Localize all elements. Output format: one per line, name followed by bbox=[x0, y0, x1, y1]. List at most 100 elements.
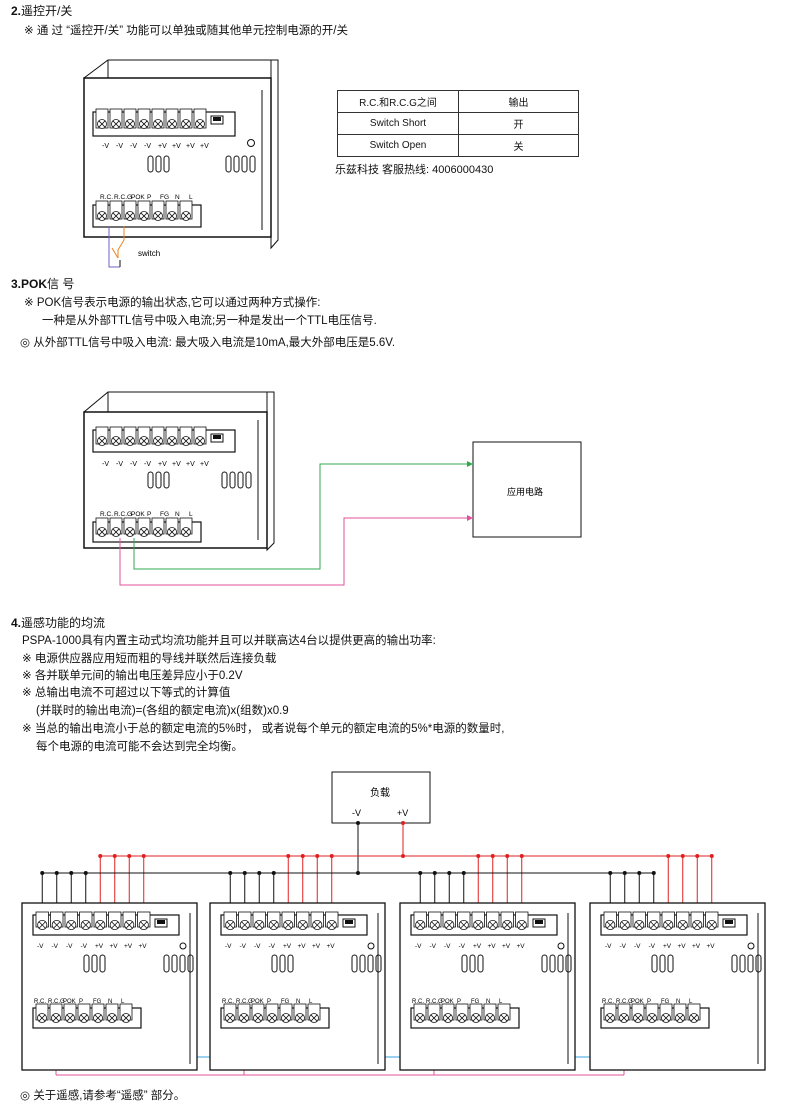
terminal-label: L bbox=[689, 999, 693, 1005]
terminal-label: -V bbox=[225, 943, 232, 950]
terminal-label: P bbox=[147, 194, 151, 201]
table-header-cell: R.C.和R.C.G之间 bbox=[337, 90, 459, 113]
terminal-label: POK bbox=[631, 999, 644, 1005]
top-terminal-strip-2 bbox=[92, 426, 236, 453]
section-4-line: 每个电源的电流可能不会达到完全均衡。 bbox=[36, 741, 243, 753]
terminal-label: +V bbox=[298, 943, 307, 950]
terminal-label: +V bbox=[158, 143, 167, 150]
table-cell: Switch Open bbox=[337, 134, 459, 157]
terminal-label: +V bbox=[172, 461, 181, 468]
hotline-text: 乐兹科技 客服热线: 4006000430 bbox=[335, 164, 494, 176]
section-4-line: ※ 电源供应器应用短而粗的导线并联然后连接负载 bbox=[22, 653, 277, 665]
terminal-label: -V bbox=[459, 943, 466, 950]
pok-green-wire bbox=[133, 463, 473, 570]
terminal-label: +V bbox=[473, 943, 482, 950]
terminal-label: +V bbox=[283, 943, 292, 950]
terminal-label: L bbox=[499, 999, 503, 1005]
terminal-label: -V bbox=[144, 143, 151, 150]
terminal-label: -V bbox=[116, 461, 123, 468]
section-4-line: PSPA-1000具有内置主动式均流功能并且可以并联高达4台以提供更高的输出功率… bbox=[22, 635, 436, 647]
terminal-label: R.C. bbox=[602, 999, 614, 1005]
terminal-label: FG bbox=[471, 999, 480, 1005]
psu-diagram-pok: -V -V -V -V +V +V +V +V R.C. R.C.G POK P… bbox=[83, 391, 582, 586]
section-4-line: (并联时的输出电流)=(各组的额定电流)x(组数)x0.9 bbox=[36, 705, 289, 717]
terminal-label: L bbox=[189, 194, 193, 201]
load-box bbox=[331, 771, 431, 824]
section-4-heading: 4.遥感功能的均流 bbox=[11, 616, 106, 630]
section-2-note: ※ 通 过 “遥控开/关” 功能可以单独或随其他单元控制电源的开/关 bbox=[24, 25, 348, 37]
table-header-cell: 输出 bbox=[458, 90, 579, 113]
terminal-label: N bbox=[108, 999, 112, 1005]
terminal-label: -V bbox=[66, 943, 73, 950]
terminal-label: +V bbox=[158, 461, 167, 468]
terminal-label: R.C. bbox=[412, 999, 424, 1005]
terminal-label: N bbox=[486, 999, 490, 1005]
terminal-label: P bbox=[79, 999, 83, 1005]
terminal-label: R.C. bbox=[100, 511, 113, 518]
table-cell: 关 bbox=[458, 134, 579, 157]
terminal-label: P bbox=[267, 999, 271, 1005]
section-2-heading: 2.遥控开/关 bbox=[11, 4, 73, 18]
terminal-label: L bbox=[121, 999, 125, 1005]
terminal-label: -V bbox=[444, 943, 451, 950]
terminal-label: FG bbox=[160, 511, 169, 518]
load-pos-label: +V bbox=[397, 808, 408, 818]
terminal-label: POK bbox=[131, 511, 145, 518]
terminal-label: -V bbox=[102, 461, 109, 468]
application-circuit-box bbox=[472, 441, 582, 538]
terminal-label: R.C.G bbox=[616, 999, 633, 1005]
terminal-label: +V bbox=[124, 943, 133, 950]
terminal-label: +V bbox=[172, 143, 181, 150]
terminal-label: +V bbox=[692, 943, 701, 950]
terminal-label: POK bbox=[63, 999, 76, 1005]
terminal-label: R.C.G bbox=[48, 999, 65, 1005]
terminal-label: +V bbox=[200, 461, 209, 468]
pok-magenta-wire bbox=[119, 517, 473, 586]
terminal-label: R.C.G bbox=[426, 999, 443, 1005]
terminal-label: -V bbox=[430, 943, 437, 950]
terminal-label: POK bbox=[131, 194, 145, 201]
terminal-label: FG bbox=[93, 999, 102, 1005]
terminal-label: -V bbox=[620, 943, 627, 950]
switch-label: switch bbox=[138, 249, 160, 258]
table-row: Switch Short 开 bbox=[337, 112, 579, 135]
terminal-label: -V bbox=[634, 943, 641, 950]
section-3-line-3: ◎ 从外部TTL信号中吸入电流: 最大吸入电流是10mA,最大外部电压是5.6V… bbox=[20, 337, 396, 349]
terminal-label: +V bbox=[110, 943, 119, 950]
terminal-label: +V bbox=[327, 943, 336, 950]
terminal-label: -V bbox=[81, 943, 88, 950]
terminal-label: +V bbox=[139, 943, 148, 950]
terminal-label: -V bbox=[605, 943, 612, 950]
section-4-line: ※ 总输出电流不可超过以下等式的计算值 bbox=[22, 687, 231, 699]
terminal-label: +V bbox=[488, 943, 497, 950]
terminal-label: N bbox=[175, 194, 180, 201]
top-terminal-strip-1 bbox=[92, 108, 236, 137]
section-3-line-1: ※ POK信号表示电源的输出状态,它可以通过两种方式操作: bbox=[24, 297, 321, 309]
terminal-label: +V bbox=[678, 943, 687, 950]
terminal-label: +V bbox=[95, 943, 104, 950]
section-4-line: ※ 当总的输出电流小于总的额定电流的5%时， 或者说每个单元的额定电流的5%*电… bbox=[22, 723, 505, 735]
section-3-heading: 3.POK信 号 bbox=[11, 277, 75, 291]
terminal-label: +V bbox=[312, 943, 321, 950]
terminal-label: -V bbox=[130, 143, 137, 150]
terminal-label: +V bbox=[186, 461, 195, 468]
remote-control-table: R.C.和R.C.G之间 输出 Switch Short 开 Switch Op… bbox=[337, 90, 579, 157]
terminal-label: -V bbox=[130, 461, 137, 468]
terminal-label: -V bbox=[240, 943, 247, 950]
terminal-label: POK bbox=[441, 999, 454, 1005]
terminal-label: P bbox=[147, 511, 151, 518]
terminal-label: N bbox=[175, 511, 180, 518]
top-terminal-labels-1: -V -V -V -V +V +V +V +V bbox=[102, 143, 209, 150]
terminal-label: -V bbox=[415, 943, 422, 950]
application-circuit-label: 应用电路 bbox=[507, 486, 543, 497]
terminal-label: R.C. bbox=[34, 999, 46, 1005]
section-3-line-2: 一种是从外部TTL信号中吸入电流;另一种是发出一个TTL电压信号. bbox=[42, 315, 377, 327]
terminal-label: R.C.G bbox=[236, 999, 253, 1005]
bottom-terminal-labels-1: R.C. R.C.G POK P FG N L bbox=[100, 194, 193, 201]
vents-2 bbox=[147, 471, 252, 489]
